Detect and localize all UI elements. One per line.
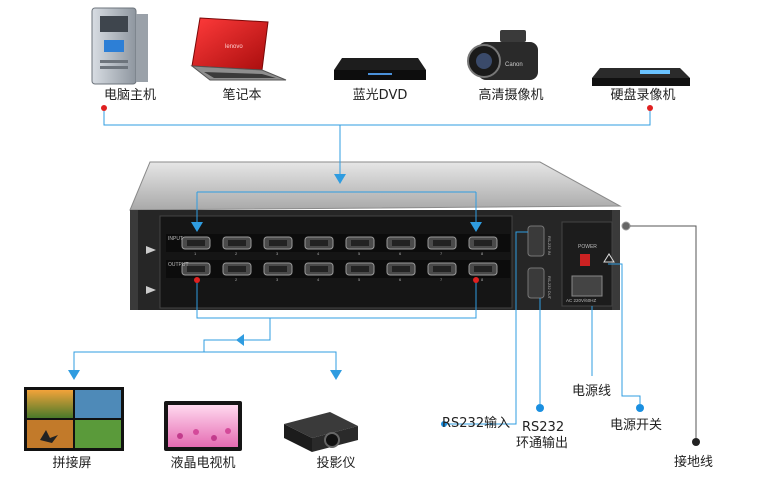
input-port-3: 3 bbox=[263, 236, 293, 256]
output-port-number: 3 bbox=[276, 277, 279, 282]
input-port-number: 6 bbox=[399, 251, 402, 256]
output-label-lcd-tv: 液晶电视机 bbox=[170, 456, 236, 471]
output-port-number: 2 bbox=[235, 277, 238, 282]
video-wall-icon bbox=[24, 387, 124, 451]
input-port-5: 5 bbox=[345, 236, 375, 256]
input-port-7: 7 bbox=[427, 236, 457, 256]
source-label-laptop: 笔记本 bbox=[222, 88, 262, 103]
input-port-number: 3 bbox=[276, 251, 279, 256]
input-port-number: 4 bbox=[317, 251, 320, 256]
power-cord-label: 电源线 bbox=[572, 384, 612, 399]
source-label-desktop: 电脑主机 bbox=[103, 88, 157, 103]
svg-text:lenovo: lenovo bbox=[225, 44, 243, 50]
rs232-out-port-label: RS-232 OUT bbox=[547, 276, 552, 300]
output-port-6: 6 bbox=[386, 262, 416, 282]
input-port-number: 5 bbox=[358, 251, 361, 256]
camcorder-icon: Canon bbox=[467, 30, 538, 80]
power-switch-label: 电源开关 bbox=[610, 418, 663, 433]
source-label-bluray: 蓝光DVD bbox=[352, 88, 408, 103]
desktop-pc-icon bbox=[91, 7, 148, 85]
projector-icon bbox=[284, 412, 358, 452]
output-label-video-wall: 拼接屏 bbox=[52, 456, 92, 471]
input-panel-label: INPUT bbox=[168, 236, 183, 242]
output-port-4: 4 bbox=[304, 262, 334, 282]
source-label-dvr: 硬盘录像机 bbox=[610, 88, 676, 103]
lcd-tv-icon bbox=[164, 401, 242, 451]
input-port-1: 1 bbox=[181, 236, 211, 256]
ground-line bbox=[630, 225, 697, 438]
input-port-2: 2 bbox=[222, 236, 252, 256]
rs232-input-label: RS232输入 bbox=[442, 416, 511, 431]
svg-text:Canon: Canon bbox=[505, 62, 523, 68]
output-port-number: 7 bbox=[440, 277, 443, 282]
output-port-number: 8 bbox=[481, 277, 484, 282]
input-port-number: 2 bbox=[235, 251, 238, 256]
power-label: POWER bbox=[578, 244, 597, 250]
input-ports: 1 2 3 4 5 6 7 8 bbox=[181, 236, 498, 256]
output-port-2: 2 bbox=[222, 262, 252, 282]
output-port-7: 7 bbox=[427, 262, 457, 282]
output-port-number: 6 bbox=[399, 277, 402, 282]
input-port-6: 6 bbox=[386, 236, 416, 256]
input-port-number: 8 bbox=[481, 251, 484, 256]
output-port-5: 5 bbox=[345, 262, 375, 282]
rs232-in-port-label: RS-232 IN bbox=[547, 236, 552, 255]
output-panel-label: OUTPUT bbox=[168, 262, 189, 268]
ac-label: AC 220V/60HZ bbox=[566, 298, 597, 303]
laptop-icon: lenovo bbox=[190, 17, 287, 81]
arrow-heads bbox=[68, 174, 482, 380]
input-port-number: 1 bbox=[194, 251, 197, 256]
output-port-3: 3 bbox=[263, 262, 293, 282]
output-port-8: 8 bbox=[468, 262, 498, 282]
source-label-camcorder: 高清摄像机 bbox=[478, 88, 544, 103]
connection-dots bbox=[101, 105, 700, 446]
matrix-device bbox=[129, 161, 631, 310]
input-port-number: 7 bbox=[440, 251, 443, 256]
rs232-loop-label-line1: RS232 bbox=[522, 420, 565, 435]
ground-label: 接地线 bbox=[674, 455, 714, 470]
output-port-number: 5 bbox=[358, 277, 361, 282]
bluray-player-icon bbox=[334, 58, 426, 80]
output-label-projector: 投影仪 bbox=[316, 456, 356, 471]
dvr-icon bbox=[592, 68, 690, 86]
input-port-8: 8 bbox=[468, 236, 498, 256]
connection-lines bbox=[73, 108, 651, 425]
output-port-number: 4 bbox=[317, 277, 320, 282]
input-port-4: 4 bbox=[304, 236, 334, 256]
rs232-loop-label-line2: 环通输出 bbox=[516, 436, 569, 451]
